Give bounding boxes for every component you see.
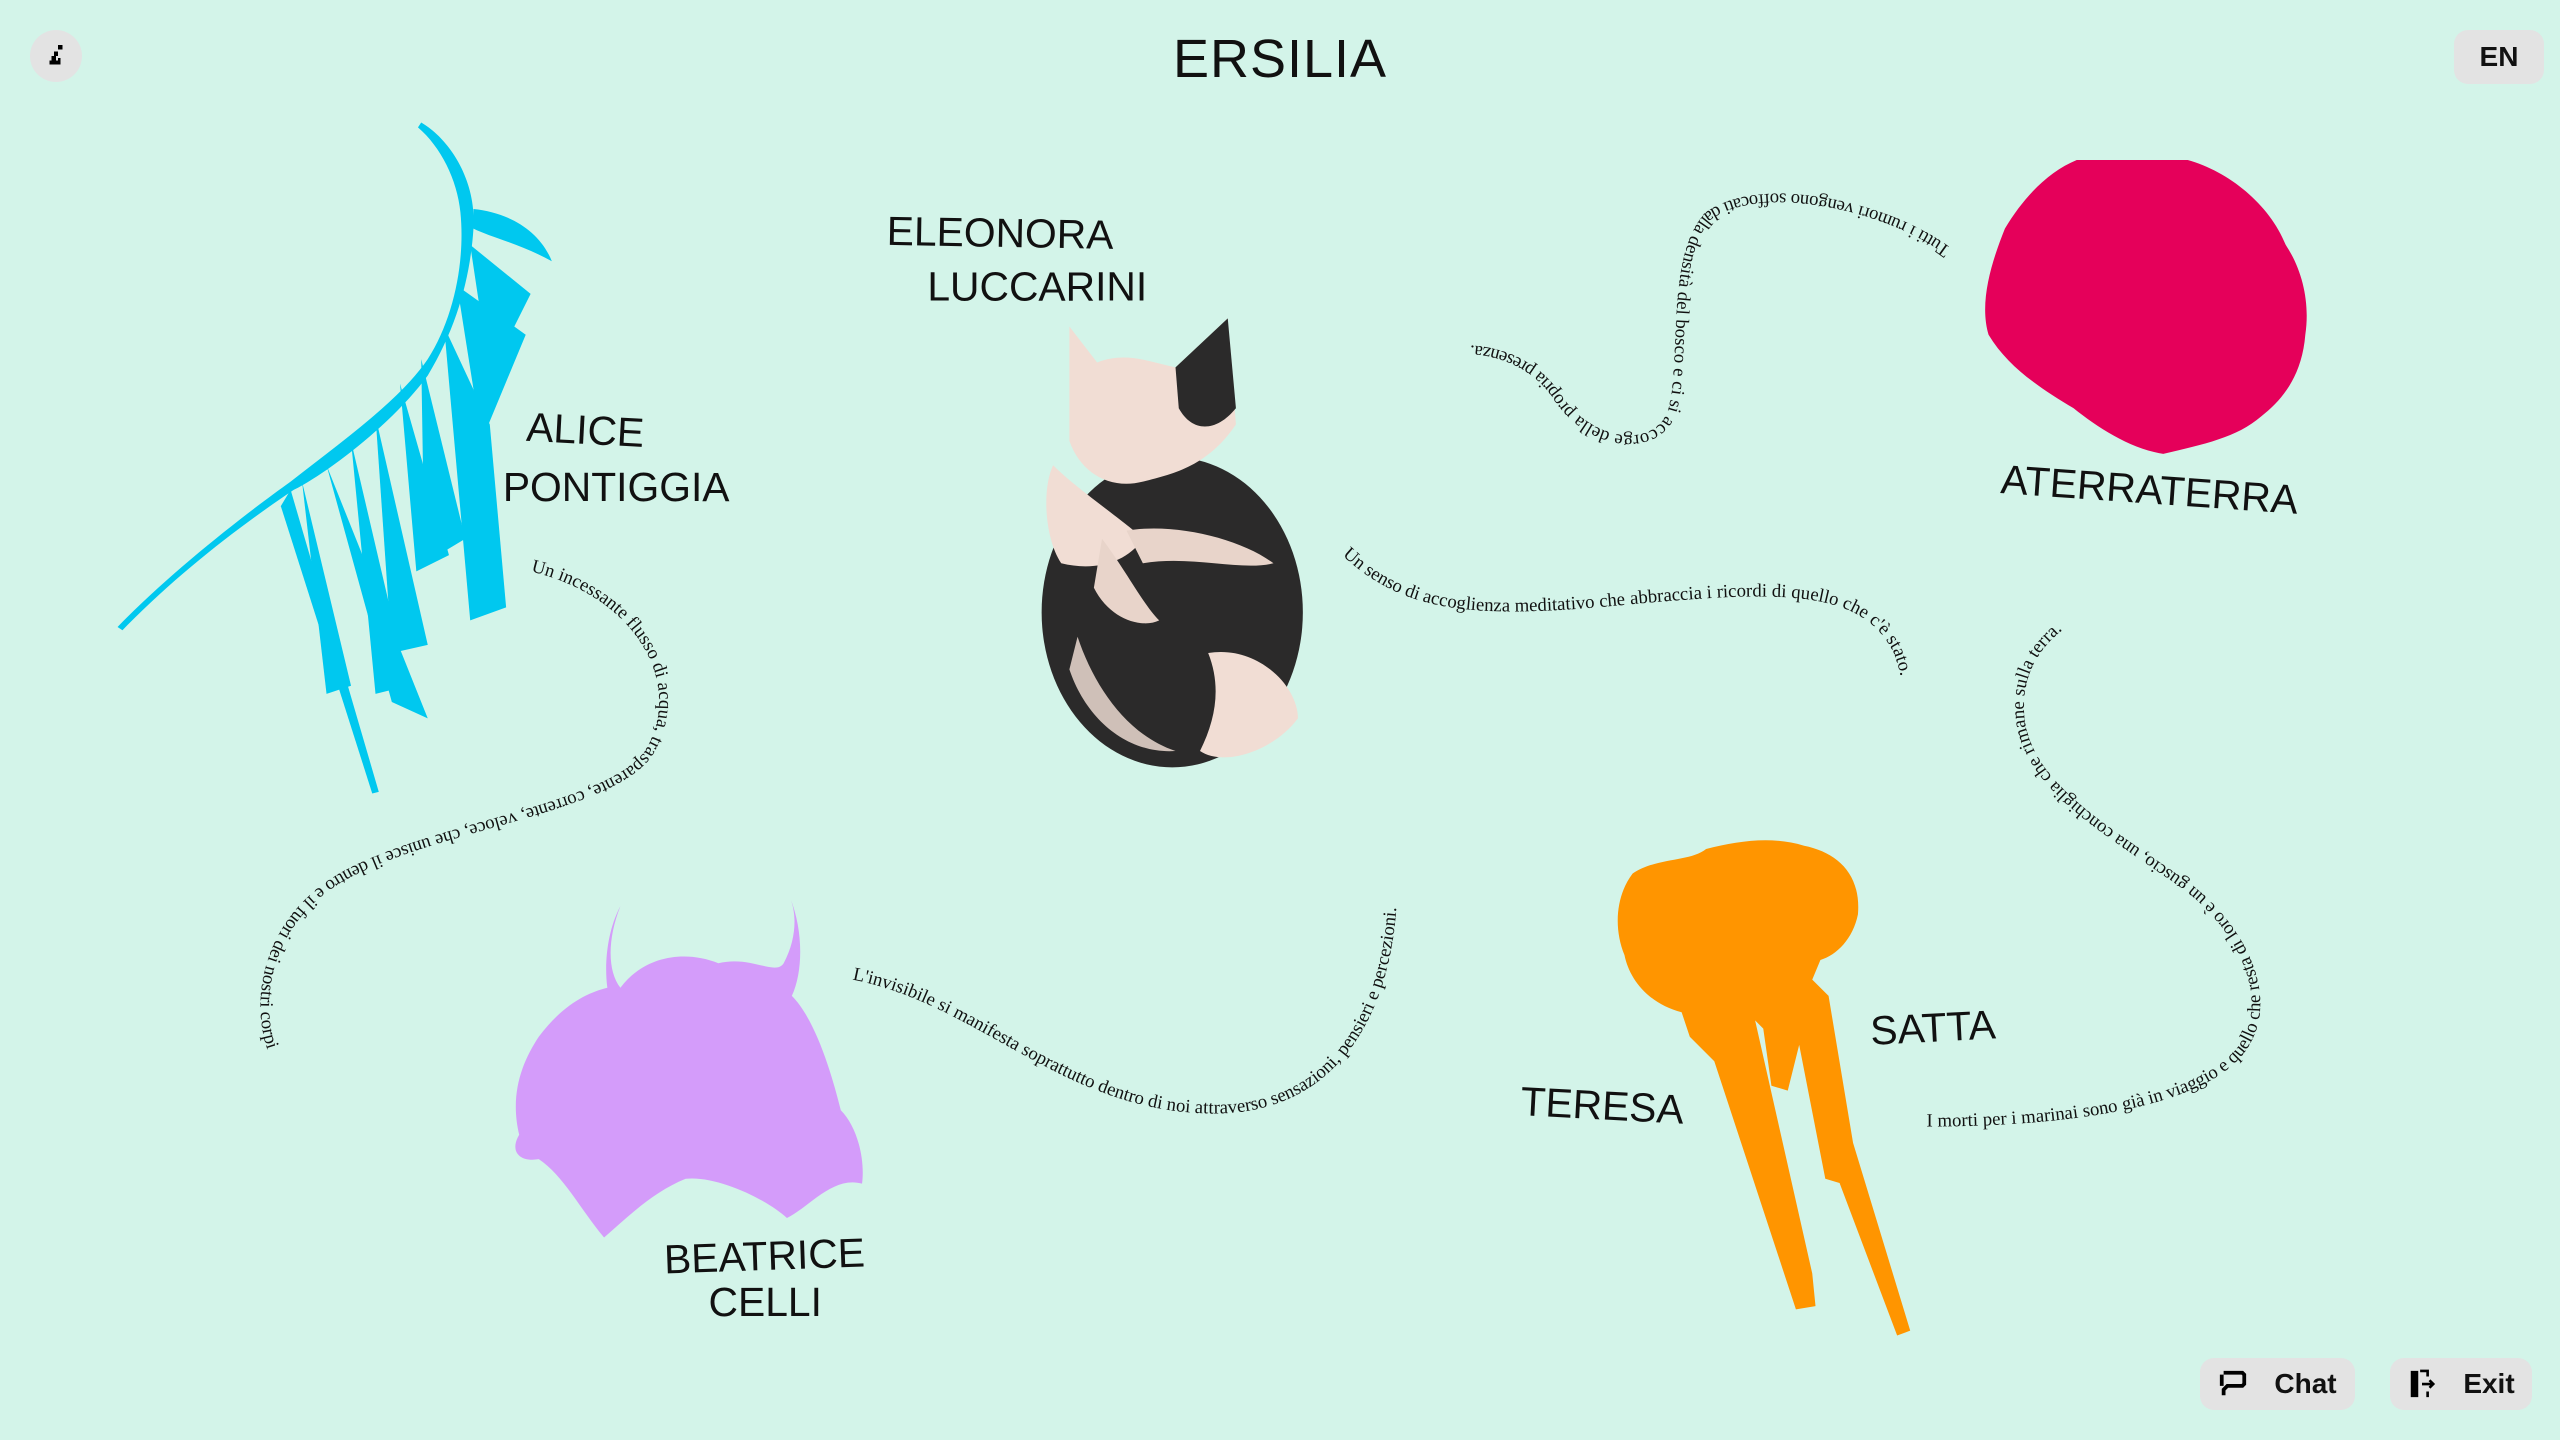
page-title: ERSILIA [1172,29,1388,89]
beatrice-celli-artwork[interactable] [515,897,863,1238]
info-button[interactable] [30,30,82,82]
language-toggle-button[interactable]: EN [2454,30,2544,84]
exit-label: Exit [2463,1368,2515,1399]
chat-button[interactable]: Chat [2200,1358,2355,1410]
speech-bubble-icon [2220,1370,2247,1396]
artist-first-name: ALICE [525,404,645,456]
artist-first-name: ELEONORA [886,208,1114,258]
poem-eleonora-luccarini: Un senso di accoglienza meditativo che a… [1339,543,1917,677]
poem-aterraterra: Tutti i rumori vengono soffocati dalla d… [1469,189,1954,452]
poem-beatrice-celli: L'invisibile si manifesta soprattutto de… [851,907,1401,1119]
artist-name-teresa-satta[interactable]: TERESA SATTA [1520,1001,1998,1132]
chat-label: Chat [2274,1368,2337,1399]
artist-name-aterraterra[interactable]: ATERRATERRA [1999,456,2300,523]
artist-name-beatrice-celli[interactable]: BEATRICE CELLI [663,1229,865,1324]
info-icon [49,45,63,65]
artist-first-name: ATERRATERRA [1999,456,2300,523]
artist-first-name: TERESA [1520,1078,1686,1133]
door-exit-icon [2411,1369,2436,1398]
artist-name-alice-pontiggia[interactable]: ALICE PONTIGGIA [503,404,730,510]
exit-button[interactable]: Exit [2390,1358,2532,1410]
teresa-satta-artwork[interactable] [1617,840,1911,1336]
poem-teresa-satta: I morti per i marinai sono già in viaggi… [1927,617,2266,1131]
artist-first-name: BEATRICE [663,1229,865,1282]
eleonora-luccarini-artwork[interactable] [1041,318,1303,768]
alice-pontiggia-artwork[interactable] [117,122,552,794]
aterraterra-artwork[interactable] [1985,160,2307,454]
artist-last-name: CELLI [709,1279,822,1325]
artist-last-name: PONTIGGIA [503,464,730,510]
artist-name-eleonora-luccarini[interactable]: ELEONORA LUCCARINI [886,208,1147,310]
artist-last-name: SATTA [1869,1001,1997,1054]
artist-last-name: LUCCARINI [927,263,1147,309]
